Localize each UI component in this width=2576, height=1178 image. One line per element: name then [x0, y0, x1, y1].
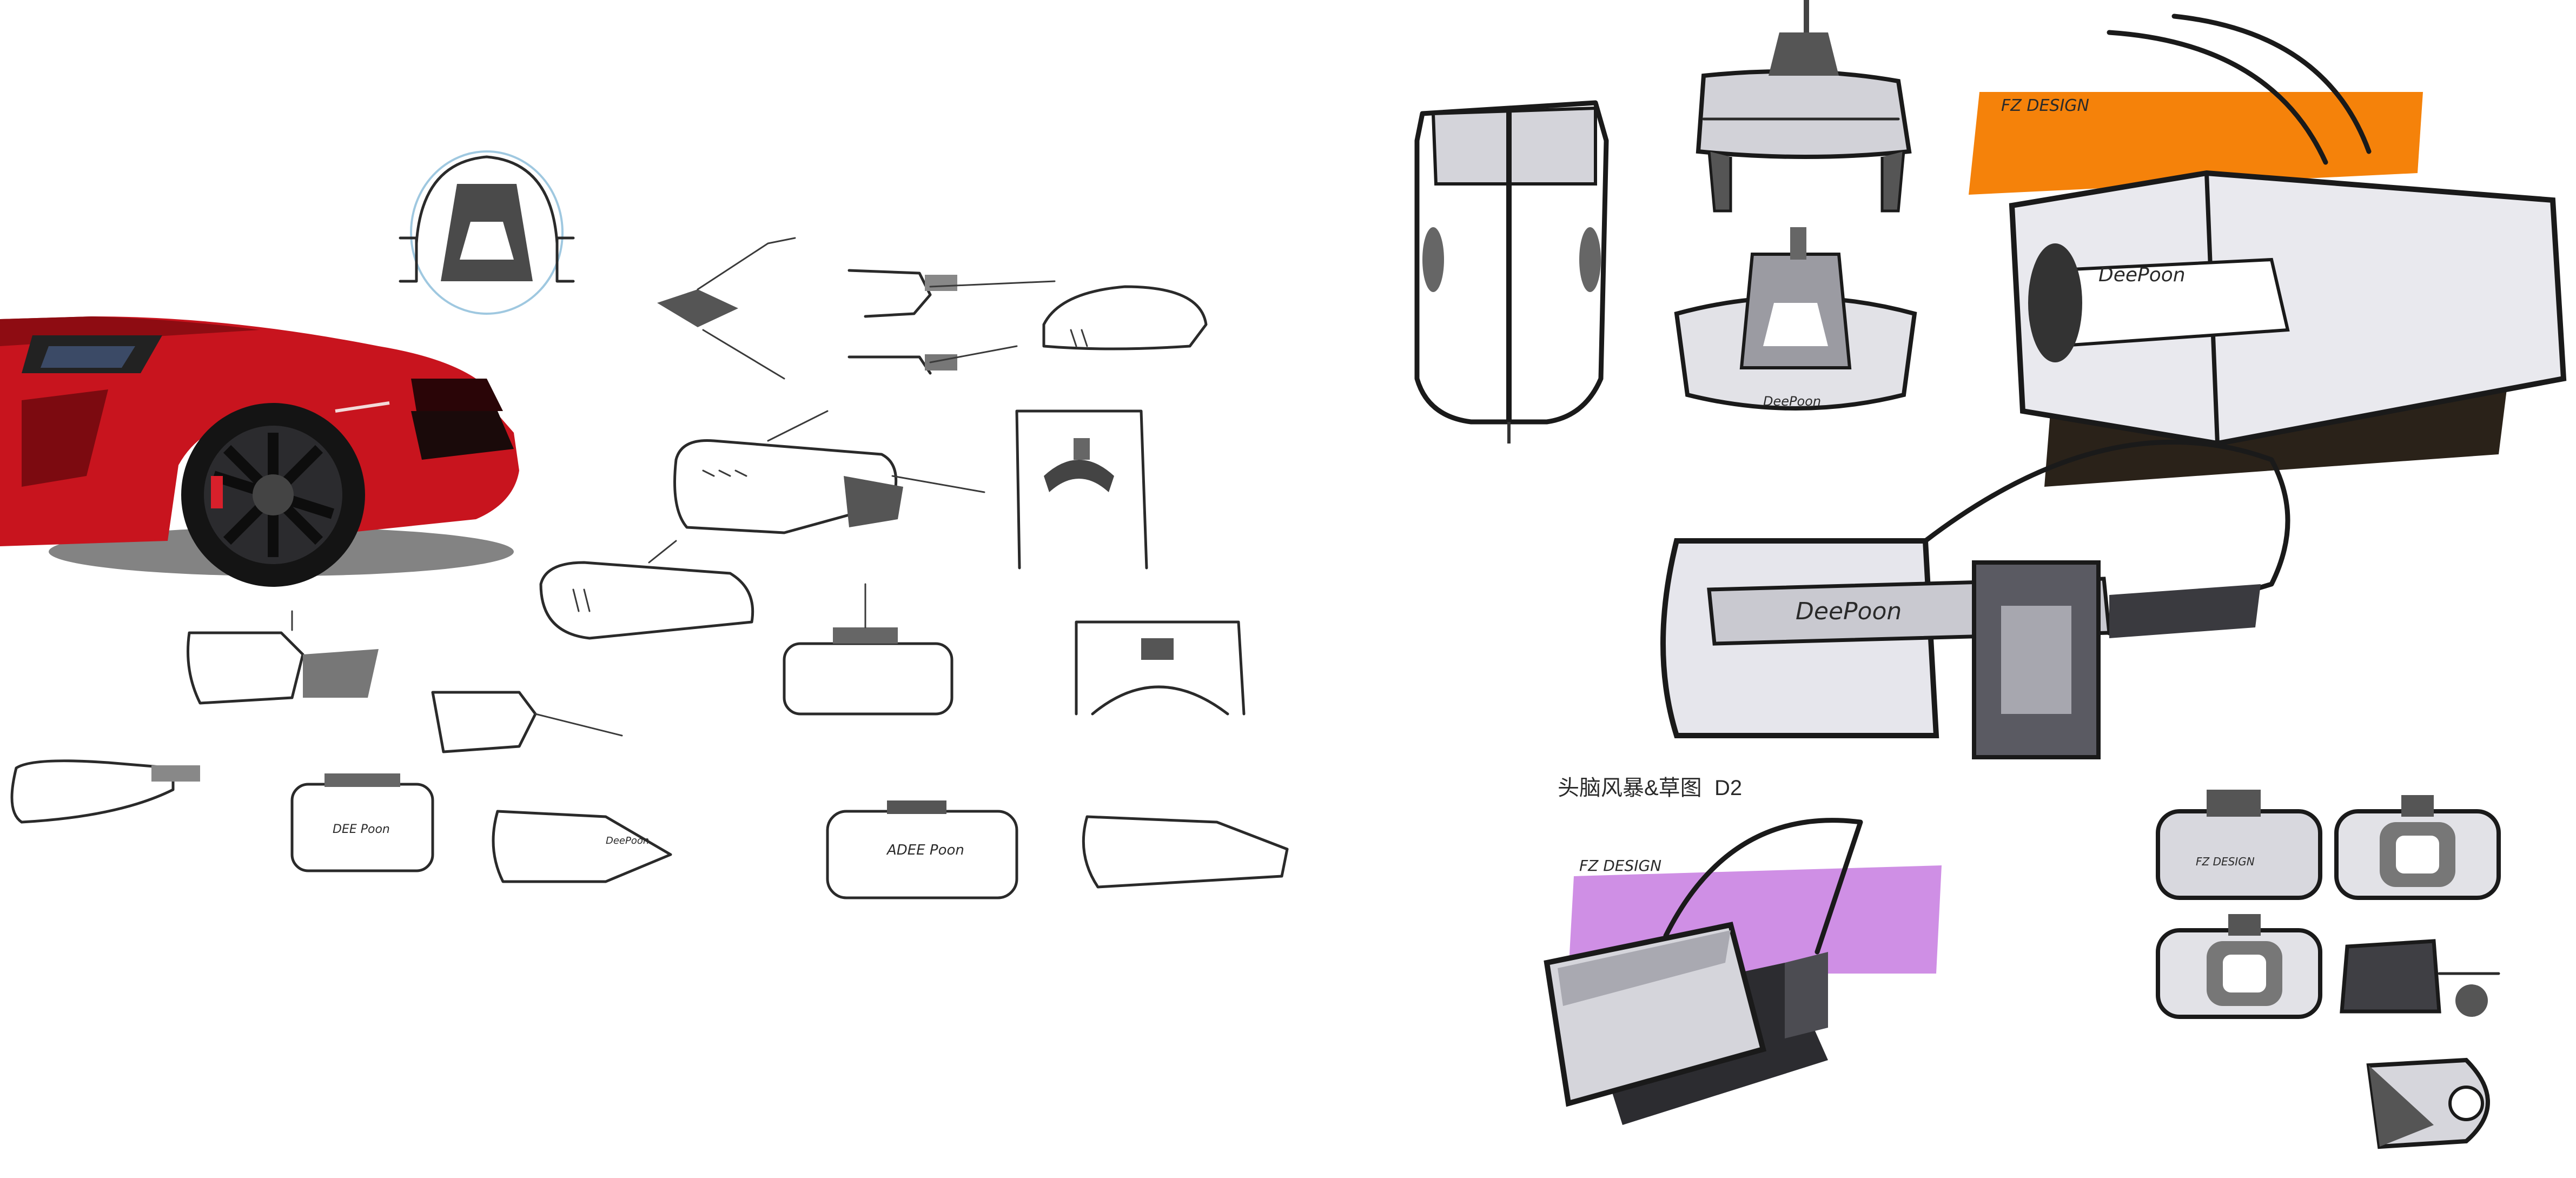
brand-text-left-a: DEE Poon — [333, 823, 390, 836]
head-wearing-strap-sketch — [399, 150, 575, 315]
headset-orange-render: FZ DESIGN DeePoon — [1969, 14, 2567, 487]
caption-text: 头脑风暴&草图 — [1558, 776, 1702, 800]
vr-headset-sketch — [2366, 1057, 2490, 1149]
brand-text-rear: DeePoon — [1763, 394, 1821, 409]
vr-headset-sketch — [10, 759, 200, 824]
vr-headset-sketch: DeePoon — [492, 810, 672, 883]
headset-orthographic-views: FZ DESIGN — [2156, 790, 2501, 1149]
vr-headset-sketch — [1075, 620, 1246, 716]
caption-suffix: D2 — [1714, 776, 1742, 800]
headset-purple-render: FZ DESIGN — [1544, 818, 1942, 1125]
vr-headset-sketch — [1015, 409, 1148, 570]
brand-text-left-small: DeePoon — [606, 835, 649, 846]
pencil-sketches-left: DEE Poon DeePoon ADEE Poon — [10, 237, 1289, 899]
vr-headset-sketch — [431, 691, 623, 753]
vr-headset-sketch — [1042, 285, 1208, 350]
vr-headset-sketch — [539, 540, 754, 640]
vr-headset-sketch — [673, 410, 985, 534]
headset-front-view — [1414, 100, 1609, 444]
studio-mark-purple: FZ DESIGN — [1579, 857, 1661, 875]
vr-headset-sketch — [2340, 939, 2500, 1017]
sports-car-photo — [0, 316, 519, 587]
studio-mark-orange: FZ DESIGN — [2001, 96, 2089, 115]
vr-headset-sketch — [2156, 914, 2322, 1019]
brand-text-left-b: ADEE Poon — [886, 842, 964, 858]
vr-headset-sketch — [783, 583, 953, 716]
vr-headset-sketch — [657, 237, 796, 380]
vr-headset-sketch: DEE Poon — [290, 773, 434, 872]
headset-grey-front — [1696, 0, 1912, 213]
brand-text-orange: DeePoon — [2098, 264, 2186, 286]
vr-headset-sketch — [1082, 815, 1289, 889]
sketch-caption: 头脑风暴&草图 D2 — [1558, 776, 1742, 800]
vr-headset-sketch — [2334, 795, 2501, 900]
vr-headset-sketch — [187, 610, 379, 705]
vr-headset-sketch: ADEE Poon — [826, 800, 1018, 899]
brand-text-ortho: FZ DESIGN — [2196, 855, 2255, 868]
vr-headset-sketch: FZ DESIGN — [2156, 790, 2322, 900]
brand-text-large: DeePoon — [1796, 598, 1902, 625]
headset-rear-view: DeePoon — [1674, 227, 1917, 411]
headset-large-side-view: DeePoon — [1660, 439, 2290, 759]
vr-headset-sketch — [847, 269, 1056, 375]
